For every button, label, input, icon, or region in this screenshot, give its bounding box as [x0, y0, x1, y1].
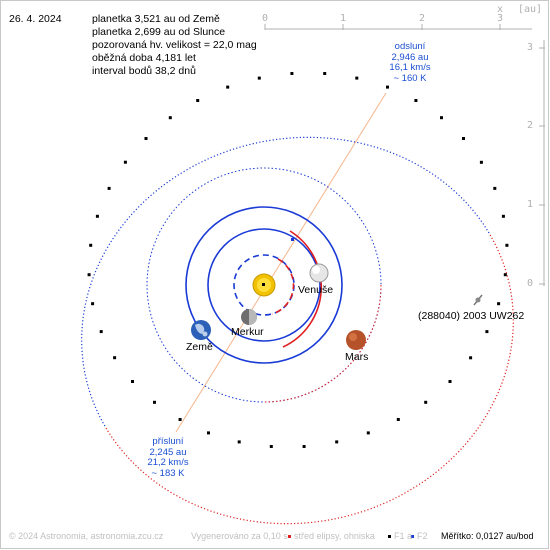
asteroid-position-point [485, 330, 489, 334]
earth-label: Země [186, 341, 213, 353]
asteroid-position-point [335, 440, 339, 444]
venus-planet [309, 263, 329, 283]
perihelion-temperature: ~ 183 K [151, 467, 185, 479]
asteroid-position-point [290, 72, 294, 75]
asteroid-position-point [505, 243, 509, 247]
asteroid-position-point [196, 99, 200, 102]
x-tick-0: 0 [262, 13, 269, 24]
asteroid-position-point [207, 431, 210, 435]
earth-orbit-red-segment [282, 230, 323, 348]
asteroid-position-point [424, 400, 428, 404]
asteroid-position-point [95, 214, 99, 218]
copyright-link[interactable]: © 2024 Astronomia, astronomia.zcu.cz [9, 531, 164, 541]
asteroid-position-point [89, 243, 93, 247]
x-tick-1: 1 [340, 13, 347, 24]
scale-label: Měřítko: 0,0127 au/bod [441, 531, 534, 541]
asteroid-position-point [469, 356, 473, 360]
asteroid-position-point [501, 214, 505, 218]
info-line-earth-distance: planetka 3,521 au od Země [92, 13, 220, 25]
au-unit-label: [au] [518, 4, 543, 15]
asteroid-position-point [355, 76, 359, 80]
asteroid-position-point [269, 445, 273, 448]
apsides-line [175, 92, 387, 433]
legend-f1-marker [388, 535, 391, 538]
asteroid-position-point [366, 431, 370, 435]
asteroid-position-point [99, 330, 103, 334]
legend-center-label: střed elipsy, ohniska [294, 531, 375, 541]
asteroid-position-point [123, 160, 127, 164]
legend-f2-label: F2 [417, 531, 428, 541]
asteroid-position-point [479, 160, 483, 164]
legend-f1-label: F1 a [394, 531, 413, 541]
asteroid-position-points [87, 72, 509, 448]
asteroid-position-point [493, 186, 497, 190]
asteroid-position-point [462, 137, 465, 140]
asteroid-position-point [448, 380, 452, 383]
asteroid-position-point [168, 116, 172, 120]
venus-orbit [207, 228, 321, 342]
info-line-interval: interval bodů 38,2 dnů [92, 65, 196, 77]
mercury-orbit-red-segment [271, 258, 295, 315]
aphelion-speed: 16,1 km/s [389, 62, 431, 73]
aphelion-label: odsluní 2,946 au 16,1 km/s ~ 160 K [375, 41, 445, 84]
y-tick-0: 0 [527, 278, 534, 289]
asteroid-position-point [144, 137, 148, 140]
asteroid-position-point [113, 356, 117, 360]
asteroid-position-point [87, 273, 91, 277]
y-tick-2: 2 [527, 120, 534, 131]
info-line-magnitude: pozorovaná hv. velikost = 22,0 mag [92, 39, 257, 51]
asteroid-position-point [257, 76, 261, 80]
asteroid-position-point [226, 85, 230, 89]
x-axis-unit: x [497, 4, 504, 15]
asteroid-position-point [497, 302, 501, 306]
asteroid-position-point [91, 302, 95, 306]
asteroid-position-point [323, 72, 327, 75]
asteroid-position-point [414, 99, 418, 102]
legend-center-marker [288, 535, 291, 538]
aphelion-distance: 2,946 au [391, 51, 429, 63]
focus-marker [291, 238, 294, 241]
aphelion-title: odsluní [394, 41, 426, 52]
asteroid-position-point [131, 380, 134, 383]
mercury-label: Merkur [231, 326, 264, 338]
asteroid-position-point [386, 85, 389, 89]
perihelion-distance: 2,245 au [149, 446, 187, 458]
mercury-planet [241, 309, 257, 325]
y-axis-ruler [539, 40, 545, 286]
asteroid-position-point [440, 116, 443, 120]
asteroid-name-label: (288040) 2003 UW262 [418, 310, 525, 322]
earth-orbit [185, 206, 343, 364]
sun [252, 273, 276, 297]
x-tick-2: 2 [419, 13, 426, 24]
x-axis-ruler [264, 24, 532, 30]
info-line-sun-distance: planetka 2,699 au od Slunce [92, 26, 226, 38]
venus-label: Venuše [298, 284, 334, 296]
date-label: 26. 4. 2024 [9, 13, 62, 25]
perihelion-title: přísluní [152, 436, 184, 447]
info-line-period: oběžná doba 4,181 let [92, 52, 196, 64]
x-tick-3: 3 [497, 13, 504, 24]
asteroid-marker-icon [473, 294, 483, 306]
asteroid-position-point [302, 445, 306, 448]
perihelion-speed: 21,2 km/s [147, 457, 189, 468]
asteroid-position-point [107, 186, 111, 190]
asteroid-position-point [153, 400, 156, 404]
legend-f2-marker [411, 535, 414, 538]
asteroid-position-point [396, 418, 400, 421]
perihelion-label: přísluní 2,245 au 21,2 km/s ~ 183 K [133, 436, 203, 479]
y-tick-3: 3 [527, 42, 534, 53]
asteroid-position-point [503, 273, 507, 277]
mars-planet [346, 330, 366, 350]
aphelion-temperature: ~ 160 K [393, 72, 427, 84]
asteroid-position-point [237, 440, 241, 444]
earth-planet [191, 320, 211, 340]
asteroid-position-point [178, 418, 182, 421]
y-tick-1: 1 [527, 199, 534, 210]
generation-time: Vygenerováno za 0,10 s [191, 531, 288, 541]
mars-label: Mars [345, 351, 369, 363]
